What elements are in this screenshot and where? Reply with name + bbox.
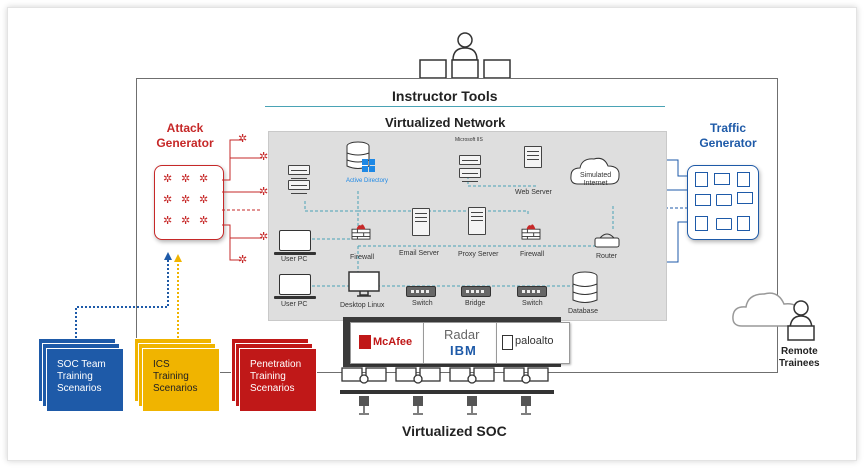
- bug-icon: ✲: [259, 186, 269, 198]
- active-directory-db-icon: [346, 141, 375, 172]
- desktop-monitor-icon: [348, 271, 380, 297]
- simulated-internet-label: Simulated Internet: [580, 172, 612, 187]
- traffic-generator-box: [687, 165, 759, 240]
- virtualized-network-title: Virtualized Network: [385, 115, 506, 130]
- rack-server-icon: [459, 155, 481, 165]
- simulated-internet-cloud-icon: [570, 157, 620, 185]
- router-label: Router: [596, 253, 618, 260]
- bug-icon: ✲: [199, 215, 209, 227]
- title-divider: [265, 106, 665, 107]
- traffic-connectors: [664, 159, 688, 263]
- web-server-icon: [524, 146, 542, 168]
- ibm-qradar-logo: Radar IBM: [423, 322, 497, 364]
- firewall-label: Firewall: [520, 251, 545, 258]
- scenario-arrows: [75, 252, 182, 338]
- folder-icon: [716, 194, 732, 206]
- switch-icon: [517, 286, 547, 297]
- attack-generator-title: Attack Generator: [156, 121, 214, 150]
- paloalto-logo: paloalto: [496, 322, 570, 364]
- switch-label: Switch: [522, 300, 543, 307]
- soc-analyst-desks: [340, 367, 554, 415]
- email-server-label: Email Server: [399, 250, 440, 257]
- envelope-icon: [695, 194, 711, 206]
- switch-icon: [406, 286, 436, 297]
- user-pc-laptop-icon: [274, 274, 316, 299]
- attack-connectors: [222, 139, 262, 261]
- bug-icon: ✲: [163, 215, 173, 227]
- soc-team-scenario-card: SOC Team Training Scenarios: [46, 348, 124, 412]
- virtualized-soc-title: Virtualized SOC: [402, 423, 507, 439]
- penetration-scenario-card: Penetration Training Scenarios: [239, 348, 317, 412]
- switch-label: Switch: [412, 300, 433, 307]
- remote-trainees-label: Remote Trainees: [779, 346, 820, 369]
- bridge-label: Bridge: [465, 300, 486, 307]
- folder-icon: [716, 218, 732, 230]
- desktop-linux-label: Desktop Linux: [340, 302, 385, 309]
- bug-icon: ✲: [163, 194, 173, 206]
- microsoft-iis-label: Microsoft IIS: [455, 137, 483, 143]
- bug-icon: ✲: [238, 254, 248, 266]
- user-pc-laptop-icon: [274, 230, 316, 255]
- proxy-server-icon: [468, 207, 486, 235]
- envelope-icon: [714, 173, 730, 185]
- attack-generator-box: ✲ ✲ ✲ ✲ ✲ ✲ ✲ ✲ ✲: [154, 165, 224, 240]
- bug-icon: ✲: [181, 215, 191, 227]
- bug-icon: ✲: [259, 151, 269, 163]
- user-pc-label: User PC: [281, 256, 308, 263]
- active-directory-label: Active Directory: [346, 178, 389, 184]
- web-server-label: Web Server: [515, 189, 552, 196]
- proxy-server-label: Proxy Server: [458, 251, 499, 258]
- firewall-icon: [521, 224, 541, 240]
- bug-icon: ✲: [199, 194, 209, 206]
- user-pc-label: User PC: [281, 301, 308, 308]
- ics-scenario-card: ICS Training Scenarios: [142, 348, 220, 412]
- document-icon: [737, 172, 750, 187]
- bridge-icon: [461, 286, 491, 297]
- router-icon: [594, 233, 620, 248]
- bug-icon: ✲: [163, 173, 173, 185]
- bug-icon: ✲: [259, 231, 269, 243]
- firewall-label: Firewall: [350, 254, 375, 261]
- document-icon: [695, 216, 708, 231]
- remote-trainees-icon: [732, 292, 815, 341]
- instructor-workstation-icon: [419, 32, 511, 79]
- envelope-icon: [737, 192, 753, 204]
- bug-icon: ✲: [238, 133, 248, 145]
- email-server-icon: [412, 208, 430, 236]
- mcafee-logo: McAfee: [350, 322, 424, 364]
- bug-icon: ✲: [199, 173, 209, 185]
- database-label: Database: [568, 308, 598, 315]
- rack-server-icon: [459, 168, 481, 178]
- rack-server-icon: [288, 180, 310, 190]
- document-icon: [695, 172, 708, 187]
- firewall-icon: [351, 224, 371, 240]
- rack-server-icon: [288, 165, 310, 175]
- traffic-generator-title: Traffic Generator: [699, 121, 757, 150]
- bug-icon: ✲: [181, 173, 191, 185]
- instructor-tools-title: Instructor Tools: [392, 88, 498, 104]
- document-icon: [737, 216, 750, 231]
- database-icon: [572, 271, 598, 303]
- bug-icon: ✲: [181, 194, 191, 206]
